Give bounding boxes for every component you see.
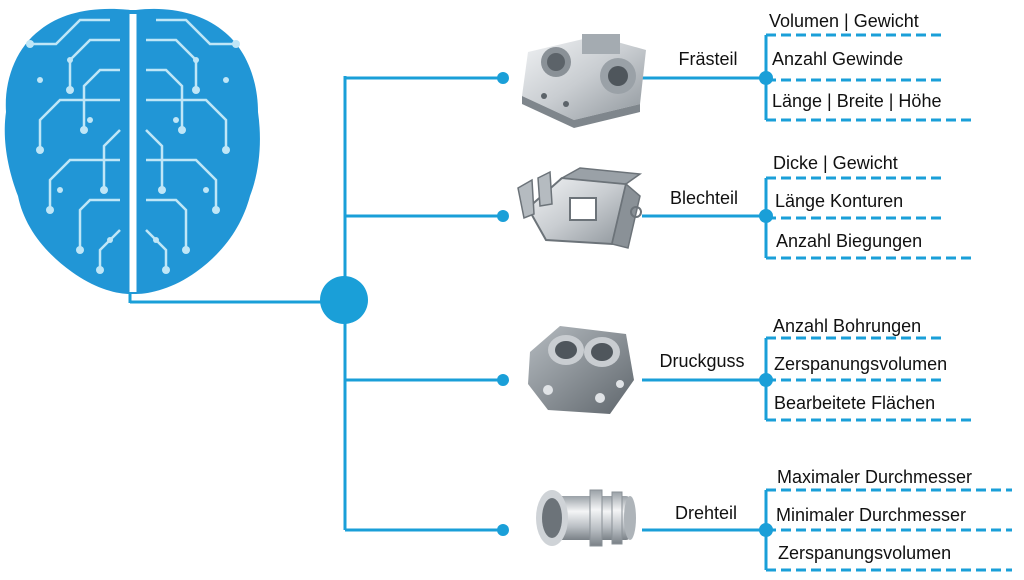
sheet-metal-part-icon (517, 167, 643, 249)
branch-end-dot (497, 524, 509, 536)
brain-circuit-node (80, 126, 88, 134)
brain-circuit-node (100, 186, 108, 194)
circuit-brain-icon (4, 8, 260, 294)
feature-label: Dicke | Gewicht (773, 153, 898, 173)
branch-end-dot (497, 374, 509, 386)
brain-circuit-trace (146, 68, 184, 130)
brain-circuit-node (232, 40, 240, 48)
brain-circuit-trace (146, 38, 198, 90)
feature-label: Maximaler Durchmesser (777, 467, 972, 487)
brain-circuit-trace (30, 18, 110, 46)
milled-part-icon (522, 34, 646, 128)
brain-circuit-node (192, 86, 200, 94)
category-label-turned: Drehteil (675, 503, 737, 523)
brain-circuit-trace (156, 18, 236, 46)
feature-label: Zerspanungsvolumen (778, 543, 951, 563)
tree-connectors (128, 33, 1012, 572)
feature-label: Länge | Breite | Höhe (772, 91, 941, 111)
feature-label: Minimaler Durchmesser (776, 505, 966, 525)
die-cast-part-icon (528, 326, 634, 414)
brain-circuit-trace (98, 229, 121, 270)
brain-circuit-trace (146, 98, 228, 150)
brain-circuit-node (173, 117, 179, 123)
brain-circuit-node (193, 57, 199, 63)
category-label-sheet-metal: Blechteil (670, 188, 738, 208)
brain-circuit-trace (68, 38, 120, 90)
category-label-die-cast: Druckguss (659, 351, 744, 371)
brain-circuit-node (158, 186, 166, 194)
feature-label: Zerspanungsvolumen (774, 354, 947, 374)
feature-label: Volumen | Gewicht (769, 11, 919, 31)
brain-circuit-node (87, 117, 93, 123)
feature-label: Anzahl Gewinde (772, 49, 903, 69)
feature-label: Bearbeitete Flächen (774, 393, 935, 413)
brain-circuit-trace (48, 158, 120, 210)
brain-circuit-trace (146, 198, 188, 250)
brain-circuit-trace (102, 129, 121, 190)
brain-circuit-trace (82, 68, 120, 130)
brain-circuit-node (26, 40, 34, 48)
brain-circuit-node (153, 237, 159, 243)
brain-circuit-trace (145, 229, 168, 270)
brain-circuit-node (107, 237, 113, 243)
brain-circuit-node (36, 146, 44, 154)
brain-circuit-trace (145, 129, 164, 190)
brain-circuit-node (57, 187, 63, 193)
central-hub-node (320, 276, 368, 324)
brain-circuit-node (223, 77, 229, 83)
brain-circuit-node (212, 206, 220, 214)
branch-end-dot (497, 210, 509, 222)
brain-circuit-node (76, 246, 84, 254)
brain-circuit-node (178, 126, 186, 134)
brain-circuit-node (203, 187, 209, 193)
feature-label: Länge Konturen (775, 191, 903, 211)
brain-circuit-node (182, 246, 190, 254)
category-label-milled: Frästeil (678, 49, 737, 69)
brain-circuit-node (66, 86, 74, 94)
branch-end-dot (497, 72, 509, 84)
feature-label: Anzahl Biegungen (776, 231, 922, 251)
turned-part-icon (536, 489, 636, 547)
feature-label: Anzahl Bohrungen (773, 316, 921, 336)
brain-circuit-trace (78, 198, 120, 250)
brain-circuit-node (222, 146, 230, 154)
brain-circuit-node (37, 77, 43, 83)
brain-circuit-trace (146, 158, 218, 210)
brain-circuit-node (46, 206, 54, 214)
brain-circuit-node (96, 266, 104, 274)
brain-circuit-node (162, 266, 170, 274)
brain-circuit-node (67, 57, 73, 63)
brain-circuit-trace (38, 98, 120, 150)
